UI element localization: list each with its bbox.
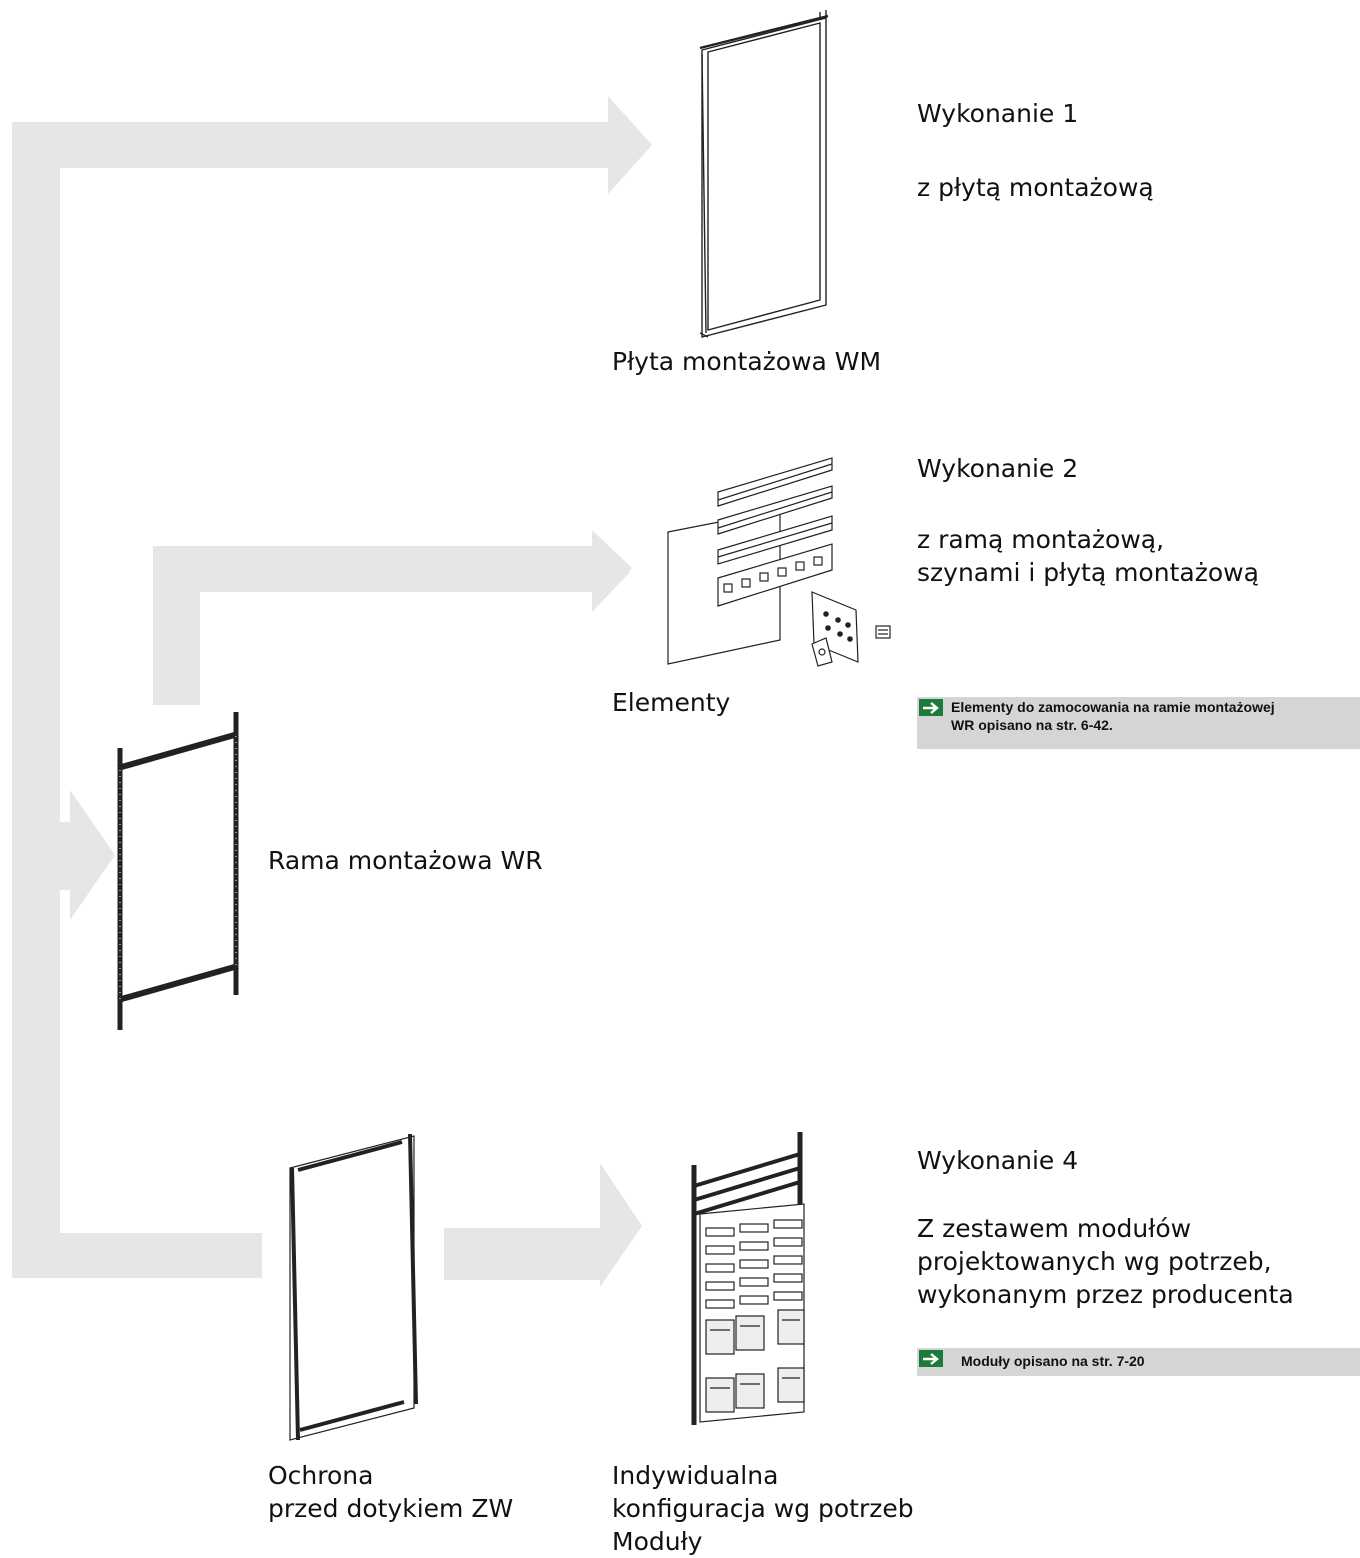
modules-label: Indywidualna konfiguracja wg potrzeb Mod… <box>612 1461 914 1556</box>
meter-modules <box>705 1309 805 1413</box>
variant4-title: Wykonanie 4 <box>917 1146 1079 1175</box>
right-arrow-icon <box>919 1350 943 1367</box>
variant2-note-text: Elementy do zamocowania na ramie montażo… <box>951 699 1275 733</box>
module-slots <box>705 1219 803 1309</box>
mounting-frame-drawing <box>117 712 239 1030</box>
flow-arrow-to-modules <box>444 1163 642 1287</box>
flow-arrow-to-frame <box>12 790 115 920</box>
modules-drawing <box>691 1132 805 1425</box>
variant2-description: z ramą montażową, szynami i płytą montaż… <box>917 525 1259 587</box>
variant1-description: z płytą montażową <box>917 173 1154 202</box>
flow-main-trunk <box>12 96 652 1233</box>
right-arrow-icon <box>919 699 943 716</box>
variant2-note[interactable]: Elementy do zamocowania na ramie montażo… <box>917 697 1360 749</box>
elements-drawing <box>667 457 891 667</box>
mounting-plate-drawing <box>699 10 829 338</box>
flow-arrows <box>12 96 652 1287</box>
variant4-description: Z zestawem modułów projektowanych wg pot… <box>917 1214 1294 1309</box>
bracket <box>811 591 859 667</box>
protection-drawing <box>289 1133 418 1441</box>
screw <box>875 625 891 639</box>
elements-label: Elementy <box>612 688 731 717</box>
mounting-plate-label: Płyta montażowa WM <box>612 347 882 376</box>
variant4-note[interactable]: Moduły opisano na str. 7-20 <box>917 1348 1360 1376</box>
protection-label: Ochrona przed dotykiem ZW <box>268 1461 514 1523</box>
mounting-frame-label: Rama montażowa WR <box>268 846 543 875</box>
variant2-title: Wykonanie 2 <box>917 454 1079 483</box>
flow-arrow-to-variant2-head <box>153 530 632 606</box>
flow-bottom-connector <box>12 1233 262 1278</box>
variant4-note-text: Moduły opisano na str. 7-20 <box>961 1353 1145 1369</box>
din-rails <box>717 457 833 607</box>
variant1-title: Wykonanie 1 <box>917 99 1079 128</box>
